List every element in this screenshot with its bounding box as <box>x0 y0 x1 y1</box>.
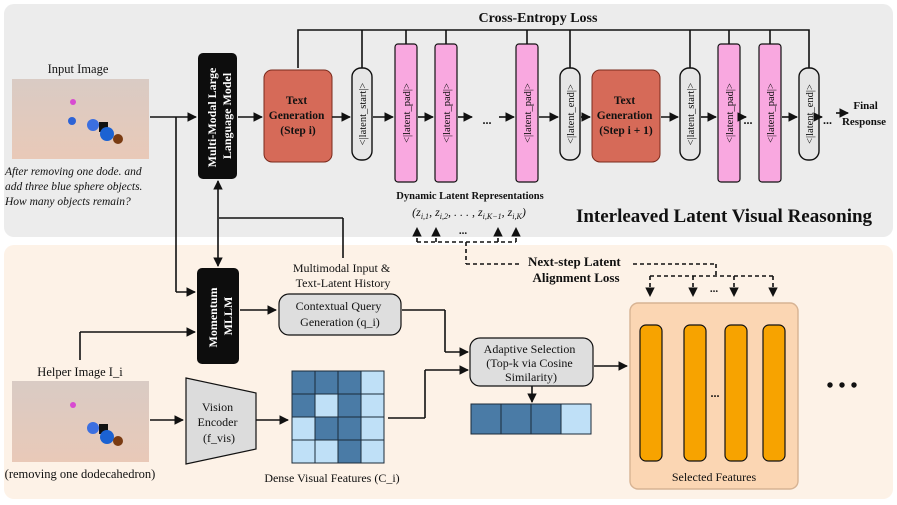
dense-grid-cell <box>314 416 339 441</box>
cross-entropy-loss-label: Cross-Entropy Loss <box>479 11 598 26</box>
selected-feature-bar-2 <box>683 324 707 462</box>
dense-visual-features-label: Dense Visual Features (C_i) <box>264 471 399 485</box>
selected-feature-bar-1 <box>639 324 663 462</box>
contextual-query-label: Contextual Query Generation (q_i) <box>296 299 385 329</box>
contextual-query-box <box>278 293 402 336</box>
helper-image-title: Helper Image I_i <box>37 365 123 379</box>
dynamic-latent-title: Dynamic Latent Representations <box>396 191 543 202</box>
dense-grid-cell <box>337 393 362 418</box>
selected-features-label: Selected Features <box>672 470 757 484</box>
adaptive-selection-label: Adaptive Selection (Top-k via Cosine Sim… <box>484 342 579 384</box>
token-latent-pad-3: <|latent_pad|> <box>515 43 539 183</box>
selected-features-panel <box>629 302 799 490</box>
mllm-label: Multi-Modal Large Language Model <box>205 65 234 168</box>
vision-encoder-label: Vision Encoder (f_vis) <box>198 400 241 445</box>
selected-feature-bar-3 <box>724 324 748 462</box>
dense-grid-cell <box>360 370 385 395</box>
dense-grid-cell <box>291 416 316 441</box>
selected-ellipsis: ... <box>710 283 719 295</box>
vision-encoder <box>185 377 257 465</box>
dynamic-latent-formula: (zi,1, zi,2, . . . , zi,K−1, zi,K) <box>412 205 526 221</box>
token-ellipsis-2: ... <box>744 113 753 127</box>
dense-grid-cell <box>291 439 316 464</box>
selected-strip-cell <box>560 403 592 435</box>
helper-image-caption: (removing one dodecahedron) <box>5 467 156 481</box>
more-ellipsis: • • • <box>826 375 857 397</box>
final-response-label: Final Response <box>842 100 886 128</box>
alignment-ellipsis: ... <box>459 225 468 237</box>
svg-text:<|latent_pad|>: <|latent_pad|> <box>725 83 736 143</box>
svg-text:<|latent_end|>: <|latent_end|> <box>805 84 816 144</box>
svg-text:<|latent_pad|>: <|latent_pad|> <box>523 83 534 143</box>
helper-image <box>12 381 149 462</box>
dense-grid-cell <box>360 393 385 418</box>
selected-strip-cell <box>500 403 532 435</box>
svg-text:<|latent_end|>: <|latent_end|> <box>566 84 577 144</box>
input-question: After removing one dode. and add three b… <box>4 166 145 208</box>
selected-feature-bar-4 <box>762 324 786 462</box>
dense-visual-features-grid <box>291 370 385 464</box>
token-ellipsis-3: ... <box>823 113 832 127</box>
text-generation-step-i-label: Text Generation (Step i) <box>269 95 327 137</box>
svg-text:<|latent_pad|>: <|latent_pad|> <box>766 83 777 143</box>
token-latent-pad-4: <|latent_pad|> <box>717 43 741 183</box>
selected-strip-cell <box>470 403 502 435</box>
token-latent-end-1: <|latent_end|> <box>559 67 581 161</box>
text-generation-step-i-plus-1 <box>591 69 661 163</box>
cross-entropy-bracket <box>297 29 810 68</box>
token-latent-start-1: <|latent_start|> <box>351 67 373 161</box>
adaptive-selection-box <box>469 337 594 387</box>
alignment-loss-label: Next-step Latent Alignment Loss <box>528 254 624 285</box>
dense-grid-cell <box>291 393 316 418</box>
token-ellipsis-1: ... <box>483 113 492 127</box>
dense-grid-cell <box>337 439 362 464</box>
selected-vector-strip <box>470 403 592 435</box>
history-arrows <box>79 117 628 425</box>
momentum-mllm-block <box>197 268 239 364</box>
token-latent-pad-5: <|latent_pad|> <box>758 43 782 183</box>
dense-grid-cell <box>291 370 316 395</box>
svg-text:<|latent_start|>: <|latent_start|> <box>358 83 369 146</box>
dense-grid-cell <box>314 439 339 464</box>
svg-text:<|latent_pad|>: <|latent_pad|> <box>442 83 453 143</box>
token-latent-pad-2: <|latent_pad|> <box>434 43 458 183</box>
text-generation-step-i-plus-1-label: Text Generation (Step i + 1) <box>597 95 655 137</box>
feature-bars-ellipsis: ... <box>711 386 720 400</box>
text-generation-step-i <box>263 69 333 163</box>
momentum-mllm-label: Momentum MLLM <box>206 285 235 348</box>
main-flow-arrows <box>150 108 849 122</box>
dense-grid-cell <box>360 439 385 464</box>
alignment-dashed-lines <box>412 227 778 297</box>
history-label: Multimodal Input & Text-Latent History <box>293 261 393 290</box>
dense-grid-cell <box>360 416 385 441</box>
selected-strip-cell <box>530 403 562 435</box>
input-image-title: Input Image <box>48 62 109 76</box>
dense-grid-cell <box>337 416 362 441</box>
svg-text:<|latent_pad|>: <|latent_pad|> <box>402 83 413 143</box>
mllm-block <box>198 53 237 179</box>
section-title: Interleaved Latent Visual Reasoning <box>576 206 873 227</box>
token-latent-pad-1: <|latent_pad|> <box>394 43 418 183</box>
token-latent-start-2: <|latent_start|> <box>679 67 701 161</box>
dense-grid-cell <box>314 370 339 395</box>
dense-grid-cell <box>314 393 339 418</box>
token-latent-end-2: <|latent_end|> <box>798 67 820 161</box>
svg-text:<|latent_start|>: <|latent_start|> <box>686 83 697 146</box>
dense-grid-cell <box>337 370 362 395</box>
input-image <box>12 79 149 159</box>
